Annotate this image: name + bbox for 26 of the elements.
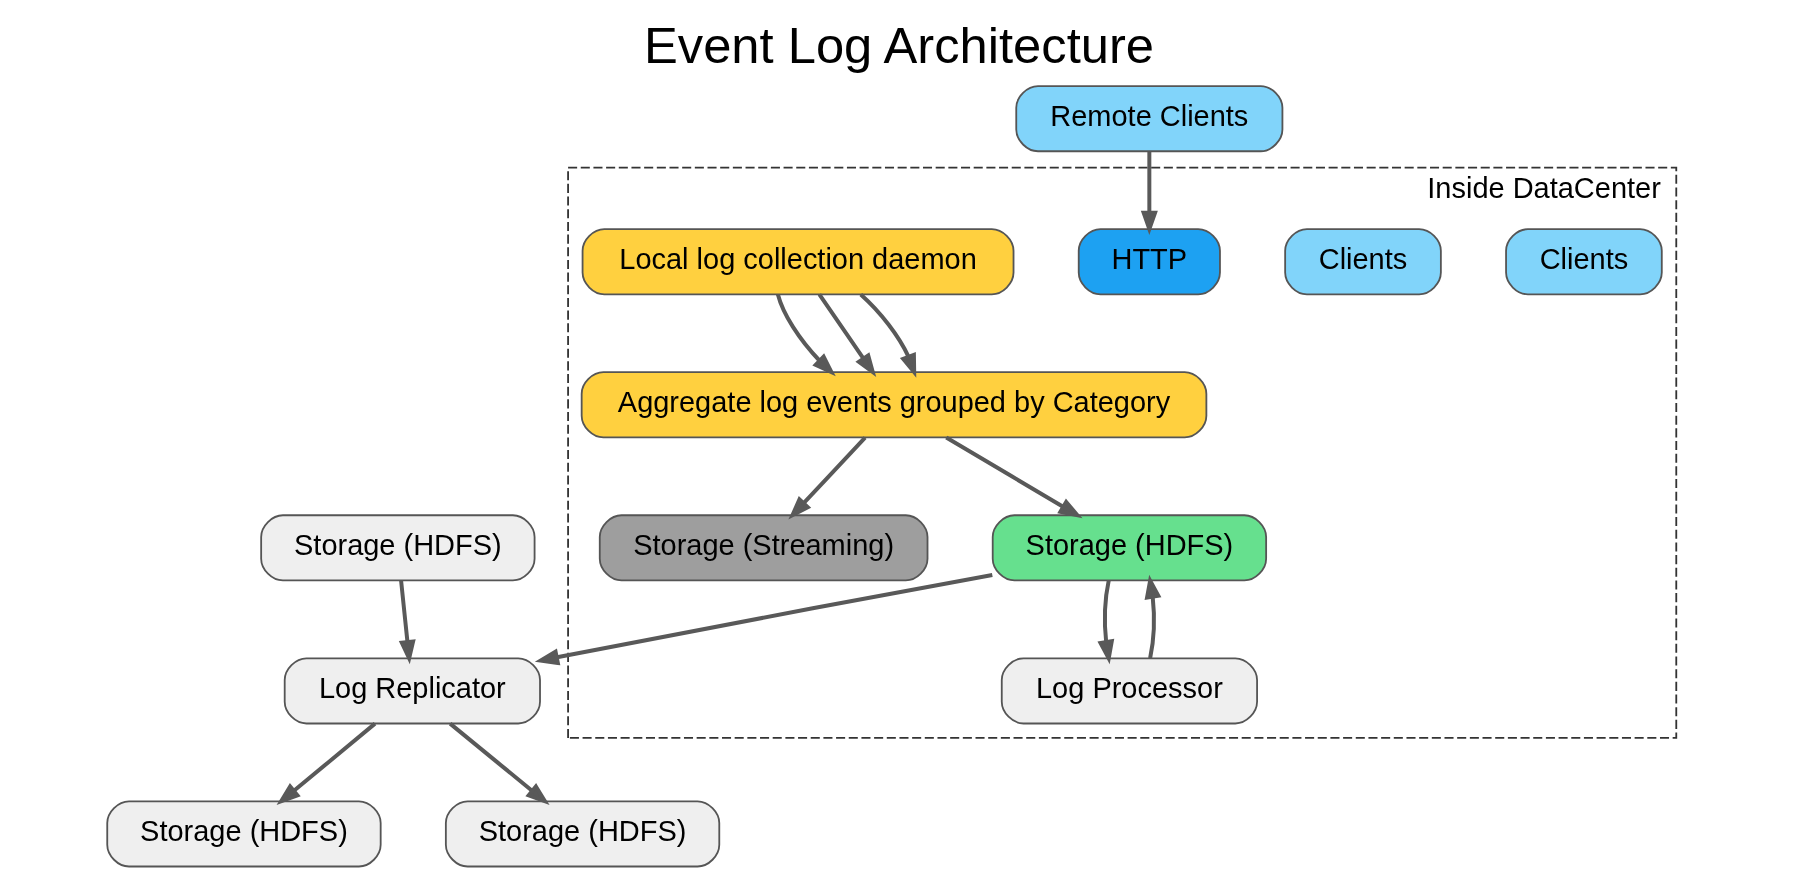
arrow — [1144, 574, 1162, 659]
arrow — [276, 722, 377, 806]
node-box: Storage (HDFS) — [444, 800, 721, 868]
node-box: Local log collection daemon — [581, 228, 1015, 296]
arrow — [534, 572, 993, 666]
diagram-title: Event Log Architecture — [644, 17, 1154, 75]
node-box: Clients — [1284, 228, 1442, 296]
arrow — [1140, 151, 1158, 236]
arrow — [398, 580, 416, 665]
node-box: Log Replicator — [283, 657, 541, 725]
node-box: HTTP — [1077, 228, 1221, 296]
arrow — [859, 293, 917, 378]
node-box: Storage (HDFS) — [106, 800, 382, 868]
arrow — [776, 293, 836, 377]
node-box: Storage (HDFS) — [991, 514, 1268, 582]
node-box: Clients — [1505, 228, 1663, 296]
node-box: Log Processor — [1000, 657, 1258, 725]
arrow — [448, 722, 550, 806]
node-box: Remote Clients — [1015, 85, 1284, 153]
arrow — [945, 435, 1083, 519]
arrow — [788, 436, 867, 520]
node-box: Storage (Streaming) — [598, 514, 929, 582]
node-box: Aggregate log events grouped by Category — [580, 371, 1208, 439]
arrow — [1097, 580, 1115, 665]
node-box: Storage (HDFS) — [260, 514, 536, 582]
arrow — [817, 293, 877, 378]
